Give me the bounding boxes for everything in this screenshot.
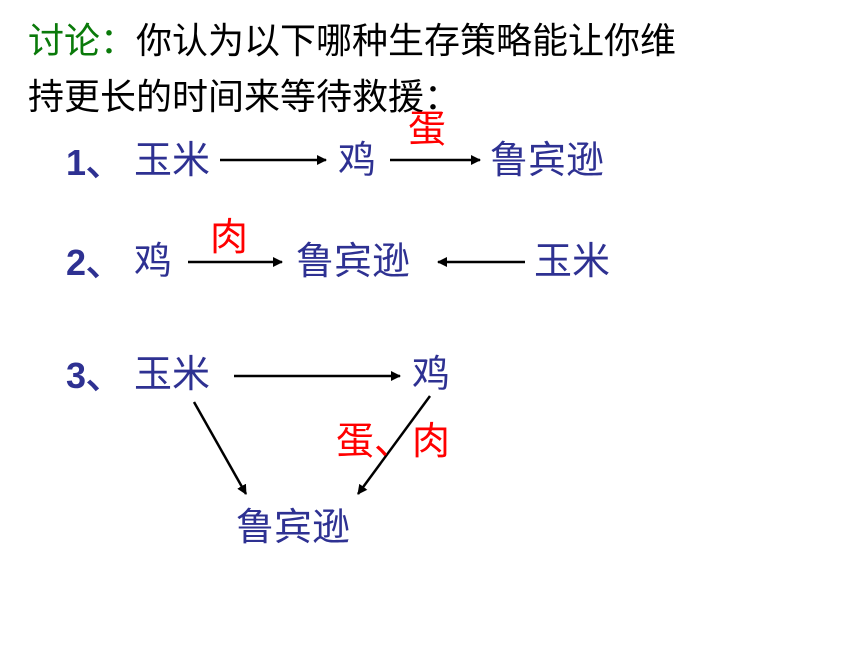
- s2-node-chicken: 鸡: [134, 239, 173, 283]
- s2-edge-label-meat: 肉: [210, 215, 249, 259]
- s3-number: 3、: [66, 355, 123, 396]
- s1-node-robinson: 鲁宾逊: [490, 138, 605, 182]
- discussion-title-line2: 持更长的时间来等待救援：: [28, 77, 461, 118]
- s1-node-chicken: 鸡: [338, 138, 377, 182]
- s3-node-chicken: 鸡: [412, 352, 451, 396]
- discussion-title-line1: 讨论：你认为以下哪种生存策略能让你维: [28, 24, 676, 60]
- s2-number: 2、: [66, 242, 123, 283]
- s3-node-robinson: 鲁宾逊: [236, 505, 351, 549]
- s1-number: 1、: [66, 142, 123, 183]
- s3-edge-label-egg-meat: 蛋、肉: [336, 419, 451, 463]
- s1-edge-label-egg: 蛋: [408, 107, 447, 151]
- s1-node-corn: 玉米: [134, 138, 211, 182]
- s3-node-corn: 玉米: [134, 352, 211, 396]
- s3-arrow-chicken-to-robinson: [356, 395, 432, 495]
- s2-node-corn: 玉米: [534, 239, 611, 283]
- discussion-label: 讨论：: [28, 21, 137, 62]
- s2-node-robinson: 鲁宾逊: [296, 239, 411, 283]
- discussion-question-part1: 你认为以下哪种生存策略能让你维: [136, 21, 677, 62]
- s3-arrow-corn-to-robinson: [192, 401, 248, 495]
